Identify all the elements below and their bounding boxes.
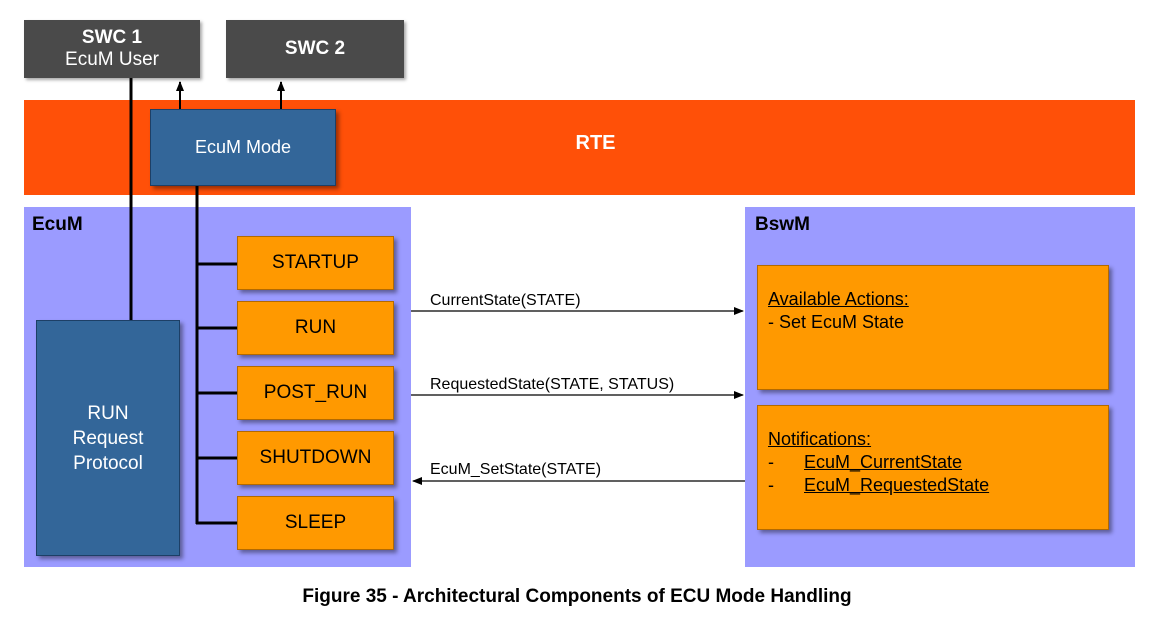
notification-dash: -: [768, 475, 774, 495]
rte-label: RTE: [575, 132, 616, 154]
swc2-box: SWC 2: [226, 20, 404, 78]
state-shutdown-label: SHUTDOWN: [259, 447, 372, 468]
notification-current-state: EcuM_CurrentState: [804, 452, 963, 472]
run-request-line-1: RUN: [87, 402, 129, 424]
notification-item: - EcuM_RequestedState: [768, 474, 1098, 497]
figure-caption: Figure 35 - Architectural Components of …: [302, 586, 852, 607]
run-request-line-3: Protocol: [73, 452, 143, 474]
swc1-subtitle: EcuM User: [65, 49, 159, 70]
state-sleep-label: SLEEP: [284, 512, 347, 533]
swc2-title: SWC 2: [284, 38, 346, 59]
ecum-title: EcuM: [32, 214, 83, 235]
requested-state-label: RequestedState(STATE, STATUS): [430, 376, 675, 393]
run-request-protocol-box: RUN Request Protocol: [36, 320, 180, 556]
swc1-title: SWC 1: [81, 27, 143, 48]
state-run: RUN: [237, 301, 394, 355]
available-actions-box: Available Actions: - Set EcuM State: [757, 265, 1109, 390]
bswm-title: BswM: [755, 214, 810, 235]
ecum-mode-label: EcuM Mode: [194, 137, 292, 157]
notification-item: - EcuM_CurrentState: [768, 451, 1098, 474]
available-actions-heading: Available Actions:: [768, 289, 909, 309]
ecum-mode-box: EcuM Mode: [150, 109, 336, 186]
notification-requested-state: EcuM_RequestedState: [804, 475, 990, 495]
set-state-label: EcuM_SetState(STATE): [430, 461, 602, 478]
state-post-run-label: POST_RUN: [263, 382, 368, 403]
run-request-line-2: Request: [72, 427, 144, 449]
notifications-heading: Notifications:: [768, 429, 872, 449]
state-shutdown: SHUTDOWN: [237, 431, 394, 485]
state-startup: STARTUP: [237, 236, 394, 290]
current-state-label: CurrentState(STATE): [430, 292, 581, 309]
state-post-run: POST_RUN: [237, 366, 394, 420]
available-action-item: - Set EcuM State: [768, 312, 905, 332]
state-run-label: RUN: [294, 317, 337, 338]
state-sleep: SLEEP: [237, 496, 394, 550]
notification-dash: -: [768, 452, 774, 472]
notifications-box: Notifications: - EcuM_CurrentState - Ecu…: [757, 405, 1109, 530]
swc1-box: SWC 1 EcuM User: [24, 20, 200, 78]
state-startup-label: STARTUP: [272, 252, 359, 273]
